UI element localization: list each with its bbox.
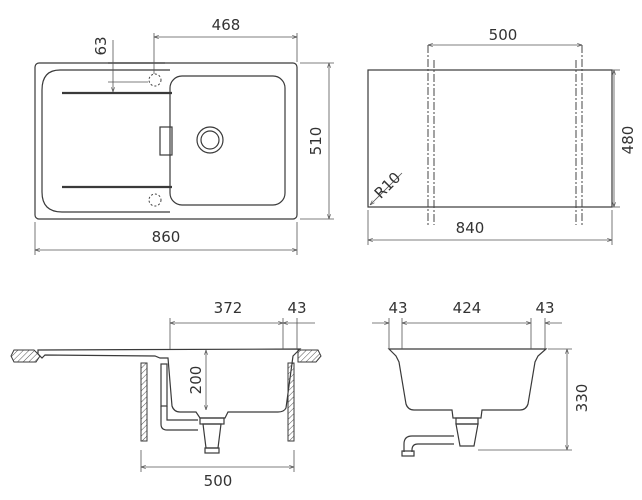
sink-profile-front <box>387 348 548 419</box>
dim-43-front-left: 43 <box>388 299 407 317</box>
dim-63: 63 <box>92 36 110 55</box>
drain-inner <box>200 130 220 150</box>
front-section: 43 424 43 330 <box>372 299 591 457</box>
dim-500-cabinet: 500 <box>489 26 518 44</box>
dim-43-front-right: 43 <box>535 299 554 317</box>
dim-372: 372 <box>214 299 243 317</box>
plan-view: 468 63 510 860 <box>34 16 334 255</box>
dim-43-side: 43 <box>287 299 306 317</box>
drainer-outline <box>41 69 170 213</box>
tap-hole-bottom <box>148 193 162 207</box>
dim-510: 510 <box>307 127 325 156</box>
dim-480: 480 <box>619 126 637 155</box>
sink-outline <box>34 62 298 220</box>
dim-r10: R10 <box>371 169 405 203</box>
drain-outer <box>196 126 224 154</box>
dim-840: 840 <box>456 219 485 237</box>
dim-468: 468 <box>212 16 241 34</box>
overflow <box>159 126 173 156</box>
dim-860: 860 <box>152 228 181 246</box>
cutout-outline <box>367 69 613 208</box>
dim-330: 330 <box>573 384 591 413</box>
tap-hole-top <box>148 73 162 87</box>
bowl-outline <box>169 75 286 206</box>
sink-profile-side <box>37 348 302 419</box>
dim-200: 200 <box>187 366 205 395</box>
dim-424: 424 <box>453 299 482 317</box>
cutout-view: 500 480 840 R10 <box>367 26 637 245</box>
dim-500-side: 500 <box>204 472 233 490</box>
side-section: 372 43 200 500 <box>10 299 322 490</box>
